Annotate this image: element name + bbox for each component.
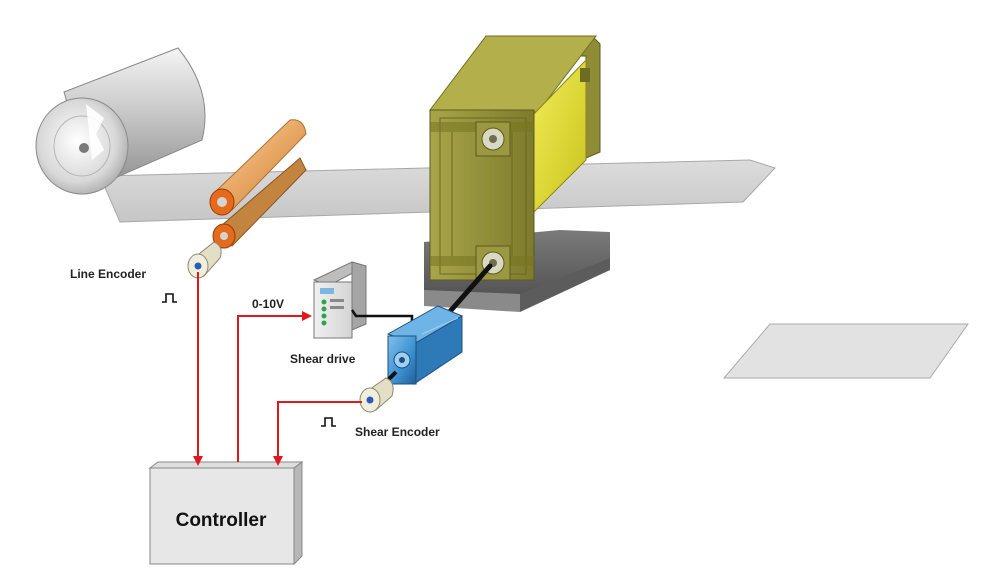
pulse-icon bbox=[162, 293, 177, 303]
signal-wiring bbox=[197, 272, 362, 462]
pulse-icon bbox=[321, 417, 336, 427]
voltage-label: 0-10V bbox=[252, 297, 284, 311]
controller-label: Controller bbox=[176, 510, 267, 531]
shear-encoder-label: Shear Encoder bbox=[355, 425, 440, 439]
arrow-to-controller-2 bbox=[273, 456, 283, 466]
shear-encoder bbox=[359, 377, 394, 413]
cut-sheet bbox=[722, 323, 969, 379]
arrow-to-controller-1 bbox=[193, 456, 203, 466]
material-coil bbox=[35, 47, 206, 195]
shear-drive-label: Shear drive bbox=[290, 352, 356, 366]
shear-drive bbox=[312, 261, 368, 339]
shear-motor bbox=[386, 305, 464, 385]
shear-encoder-wire bbox=[277, 401, 362, 458]
voltage-wire bbox=[237, 315, 304, 462]
controller-box bbox=[148, 461, 304, 566]
pinch-roller-lower bbox=[212, 157, 307, 249]
line-encoder-label: Line Encoder bbox=[70, 267, 146, 281]
arrow-to-shear-drive bbox=[302, 311, 312, 321]
drive-shaft bbox=[443, 263, 493, 319]
pinch-roller-upper bbox=[209, 119, 307, 216]
line-encoder bbox=[187, 241, 222, 279]
signal-arrows bbox=[193, 311, 312, 466]
